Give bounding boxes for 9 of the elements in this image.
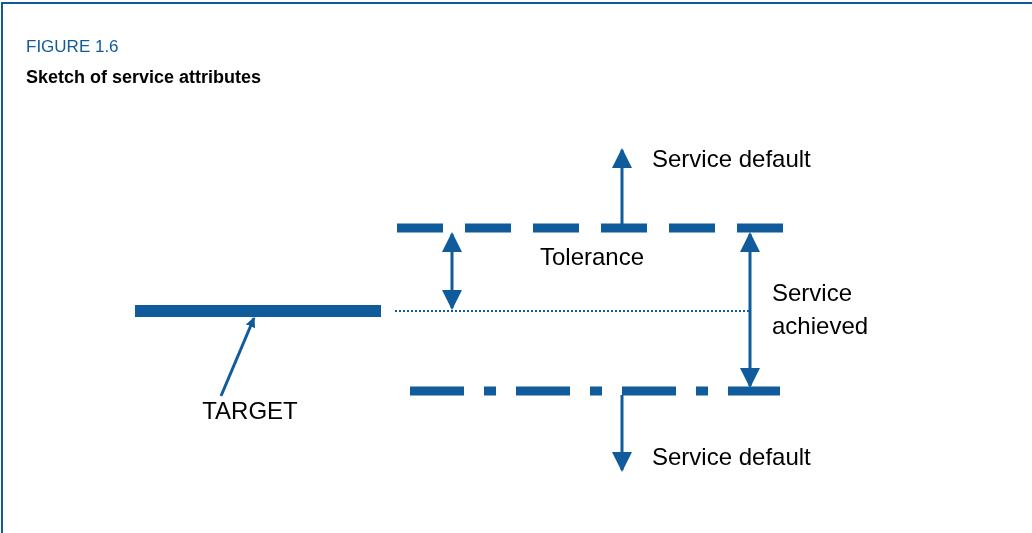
figure-title: Sketch of service attributes: [26, 66, 262, 89]
annotation-label: Service default: [652, 144, 812, 174]
target-bar: [135, 305, 381, 317]
annotation-label: Service default: [652, 442, 812, 472]
leader-arrow: [219, 317, 256, 397]
annotation-label: Service achieved: [772, 278, 870, 341]
figure-number: FIGURE 1.6: [26, 36, 120, 58]
target-label: TARGET: [192, 396, 308, 426]
annotation-label: Tolerance: [540, 242, 646, 272]
